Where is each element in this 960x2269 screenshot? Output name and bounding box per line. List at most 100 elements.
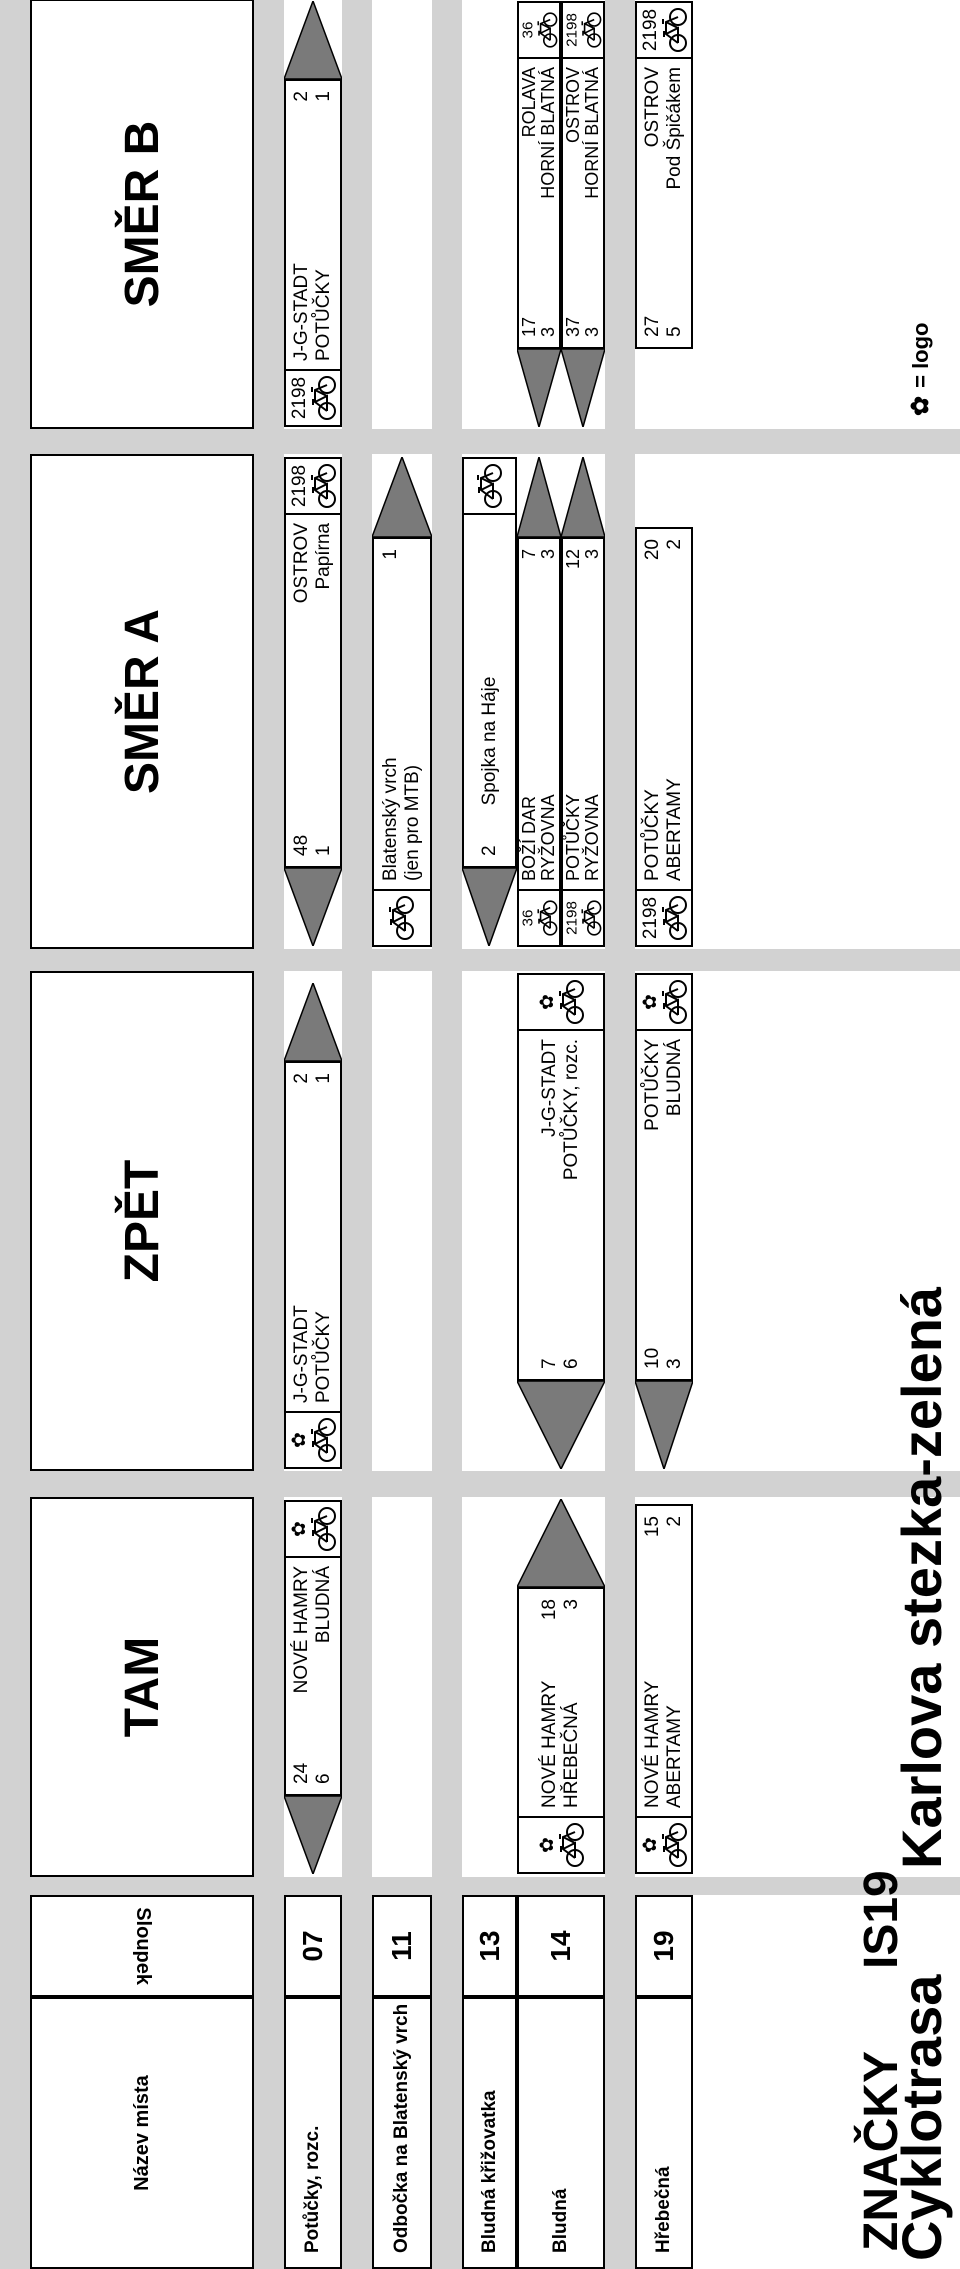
sign-distance: 48 — [291, 834, 313, 856]
sign-distance: 6 — [561, 1358, 582, 1369]
grey-band — [0, 0, 30, 2269]
arrow-right-icon — [284, 1, 342, 80]
route-number: 36 — [519, 21, 537, 39]
row-post: 11 — [372, 1895, 432, 1997]
sign-destination: OSTROV — [642, 67, 664, 148]
sign-distance: 12 — [563, 549, 584, 570]
sign-distance: 37 — [563, 316, 584, 337]
header-tam: TAM — [30, 1497, 254, 1877]
logo-icon: ✿ — [537, 994, 559, 1010]
grey-band — [605, 0, 635, 2269]
sign-distance: 3 — [538, 326, 558, 337]
grey-band — [0, 949, 960, 971]
arrow-left-icon — [635, 1380, 693, 1469]
sign-distance: 20 — [642, 539, 664, 561]
bicycle-icon — [558, 980, 584, 1024]
bicycle-icon — [310, 1507, 336, 1551]
bicycle-icon — [581, 12, 602, 48]
sign-distance: 17 — [519, 316, 540, 337]
sign-destination: RYŽOVNA — [582, 794, 602, 881]
logo-icon: ✿ — [537, 1837, 559, 1853]
bicycle-icon — [310, 376, 336, 420]
sign-distance: 15 — [642, 1516, 664, 1538]
logo-legend: ✿ = logo — [906, 323, 935, 417]
bicycle-icon — [537, 12, 558, 48]
sign-distance: 6 — [313, 1773, 334, 1784]
row-place: Potůčky, rozc. — [284, 1997, 342, 2269]
sign-destination: POTŮČKY, rozc. — [561, 1039, 582, 1181]
row-post: 14 — [517, 1895, 605, 1997]
header-post-text: Sloupek — [131, 1907, 154, 1985]
sign-destination: POTŮČKY — [313, 269, 334, 361]
sign-distance: 2 — [664, 1516, 685, 1527]
route-number: 2198 — [640, 896, 662, 940]
title-word1: Cyklotrasa — [890, 1974, 953, 2261]
grey-band — [432, 0, 462, 2269]
arrow-right-icon — [372, 457, 432, 538]
sign-distance: 7 — [539, 1358, 561, 1369]
grey-band — [342, 0, 372, 2269]
sign-destination: NOVÉ HAMRY — [539, 1680, 561, 1808]
arrow-left-icon — [517, 348, 561, 427]
sign-distance: 2 — [664, 539, 685, 550]
arrow-left-icon — [517, 1380, 605, 1469]
bicycle-icon — [581, 900, 602, 936]
sign-distance: 3 — [582, 549, 602, 560]
route-number: 36 — [519, 909, 537, 927]
sign-destination: HŘEBEČNÁ — [561, 1702, 582, 1808]
row-post: 13 — [462, 1895, 517, 1997]
arrow-right-icon — [517, 1499, 605, 1588]
sign-destination: Papírna — [313, 523, 334, 590]
sign-distance: 3 — [664, 1358, 685, 1369]
bicycle-icon — [310, 1418, 336, 1462]
sign-destination: Spojka na Háje — [478, 676, 500, 806]
grey-band — [0, 1471, 960, 1497]
logo-icon: ✿ — [289, 1432, 311, 1448]
sign-destination: HORNÍ BLATNÁ — [538, 67, 558, 199]
logo-icon: ✿ — [289, 1521, 311, 1537]
sign-destination: RYŽOVNA — [538, 794, 558, 881]
sign-destination: ABERTAMY — [664, 778, 685, 881]
sign-distance: 10 — [642, 1347, 664, 1369]
route-number: 2198 — [563, 13, 581, 47]
sign-destination: BLUDNÁ — [664, 1039, 685, 1117]
bicycle-icon — [310, 464, 336, 508]
bicycle-icon — [389, 896, 414, 940]
bicycle-icon — [661, 1823, 687, 1867]
sign-destination: Pod Špičákem — [664, 67, 685, 190]
sign-destination: OSTROV — [563, 67, 584, 144]
sign-distance: 1 — [313, 1073, 334, 1084]
bicycle-icon — [661, 8, 687, 52]
logo-icon: ✿ — [907, 395, 934, 416]
sign-destination: POTŮČKY — [642, 1039, 664, 1131]
header-post: Sloupek — [30, 1895, 254, 1997]
sign-destination: OSTROV — [291, 523, 313, 604]
arrow-right-icon — [517, 457, 561, 538]
sign-destination: ABERTAMY — [664, 1705, 685, 1808]
arrow-right-icon — [561, 457, 605, 538]
sign-destination: HORNÍ BLATNÁ — [582, 67, 602, 199]
row-place: Odbočka na Blatenský vrch — [372, 1997, 432, 2269]
sign-distance: 27 — [642, 315, 664, 337]
route-number: 2198 — [289, 464, 311, 508]
route-number: 2198 — [563, 901, 581, 935]
bicycle-icon — [661, 896, 687, 940]
sign-r4-b2: 37 OSTROV 3 HORNÍ BLATNÁ 2198 — [561, 1, 605, 349]
sign-distance: 3 — [538, 549, 558, 560]
sign-distance: 3 — [582, 326, 602, 337]
